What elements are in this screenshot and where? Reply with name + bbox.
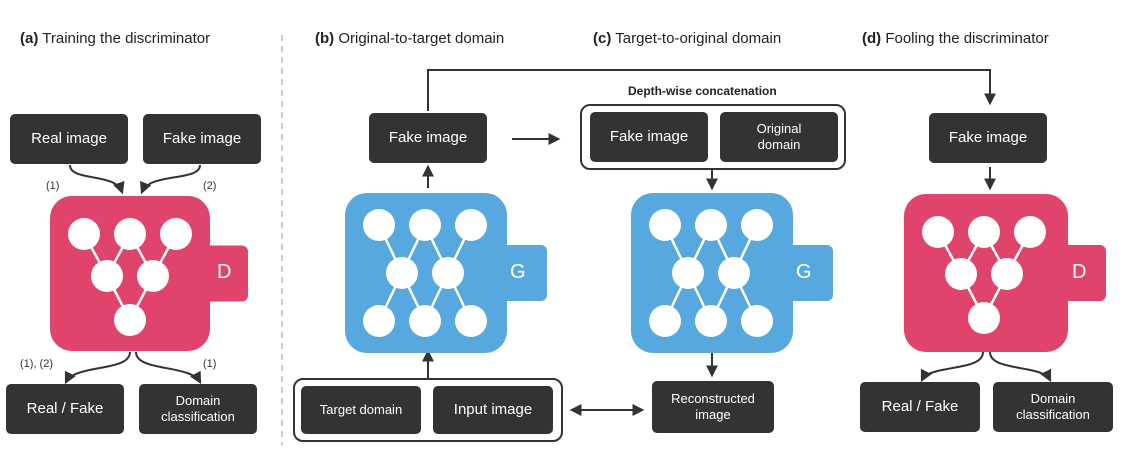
c-generator-node xyxy=(672,257,704,289)
d-fake-image-box: Fake image xyxy=(929,113,1047,163)
a-discriminator-label: D xyxy=(217,261,232,283)
a-discriminator-node xyxy=(114,218,146,250)
c-concat-label: Depth-wise concatenation xyxy=(628,84,777,98)
panel-b-title: (b) Original-to-target domain xyxy=(315,30,504,47)
d-discriminator-label: D xyxy=(1072,261,1087,283)
c-generator-node xyxy=(741,305,773,337)
c-generator-node xyxy=(718,257,750,289)
a-output-label-12: (1), (2) xyxy=(20,358,53,370)
a-discriminator-node xyxy=(68,218,100,250)
a-output-label-1: (1) xyxy=(203,358,217,370)
a-fake-image-box: Fake image xyxy=(143,114,261,164)
d-real-fake-box: Real / Fake xyxy=(860,382,980,432)
generator-network-b xyxy=(345,193,547,353)
c-generator-node xyxy=(649,305,681,337)
arrow-a-d-to-domain xyxy=(135,351,202,385)
b-generator-node xyxy=(363,209,395,241)
b-generator-node xyxy=(455,305,487,337)
arrow-a-real-to-d xyxy=(69,164,125,195)
a-discriminator-node xyxy=(160,218,192,250)
a-discriminator-node xyxy=(114,304,146,336)
a-input-label-2: (2) xyxy=(203,180,217,192)
c-generator-label: G xyxy=(796,261,812,283)
b-generator-node xyxy=(455,209,487,241)
c-generator-node xyxy=(695,209,727,241)
a-input-label-1: (1) xyxy=(46,180,60,192)
arrow-a-d-to-realfake xyxy=(64,351,131,385)
discriminator-network-d xyxy=(904,194,1106,352)
panel-d-text: Fooling the discriminator xyxy=(885,30,1049,47)
panel-b-letter: (b) xyxy=(315,30,335,47)
arrow-d-d-to-domain xyxy=(989,351,1052,383)
c-reconstructed-image-box: Reconstructed image xyxy=(652,381,774,433)
d-discriminator-node xyxy=(1014,216,1046,248)
b-generator-label: G xyxy=(510,261,526,283)
b-generator-node xyxy=(409,305,441,337)
b-fake-image-box: Fake image xyxy=(369,113,487,163)
d-domain-classification-box: Domain classification xyxy=(993,382,1113,432)
c-generator-node xyxy=(741,209,773,241)
panel-d-title: (d) Fooling the discriminator xyxy=(862,30,1049,47)
c-original-domain-box: Original domain xyxy=(720,112,838,162)
panel-c-letter: (c) xyxy=(593,30,612,47)
c-generator-node xyxy=(695,305,727,337)
b-target-domain-box: Target domain xyxy=(301,386,421,434)
b-generator-node xyxy=(386,257,418,289)
panel-a-letter: (a) xyxy=(20,30,39,47)
b-input-image-box: Input image xyxy=(433,386,553,434)
generator-network-c xyxy=(631,193,833,353)
panel-a-text: Training the discriminator xyxy=(42,30,211,47)
b-generator-node xyxy=(409,209,441,241)
c-generator-node xyxy=(649,209,681,241)
arrow-a-fake-to-d xyxy=(140,164,201,195)
panel-c-title: (c) Target-to-original domain xyxy=(593,30,781,47)
a-real-image-box: Real image xyxy=(10,114,128,164)
c-fake-image-box: Fake image xyxy=(590,112,708,162)
panel-a-title: (a) Training the discriminator xyxy=(20,30,210,47)
a-discriminator-node xyxy=(137,260,169,292)
a-discriminator-node xyxy=(91,260,123,292)
panel-d-letter: (d) xyxy=(862,30,882,47)
panel-c-text: Target-to-original domain xyxy=(615,30,782,47)
b-generator-node xyxy=(363,305,395,337)
d-discriminator-node xyxy=(968,216,1000,248)
arrow-d-d-to-realfake xyxy=(920,351,984,383)
discriminator-network-a xyxy=(50,196,248,351)
d-discriminator-node xyxy=(991,258,1023,290)
d-discriminator-node xyxy=(968,302,1000,334)
d-discriminator-node xyxy=(922,216,954,248)
a-real-fake-box: Real / Fake xyxy=(6,384,124,434)
b-generator-node xyxy=(432,257,464,289)
panel-b-text: Original-to-target domain xyxy=(338,30,505,47)
arrow-b-fake-to-d-fake xyxy=(427,69,996,111)
d-discriminator-node xyxy=(945,258,977,290)
a-domain-classification-box: Domain classification xyxy=(139,384,257,434)
